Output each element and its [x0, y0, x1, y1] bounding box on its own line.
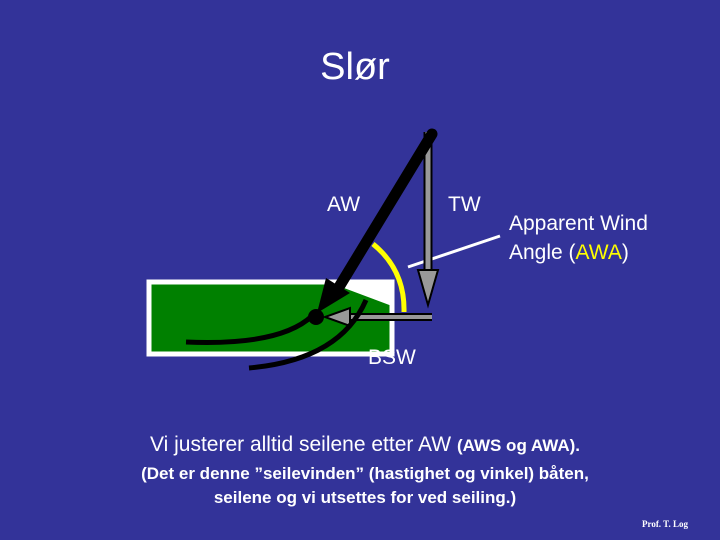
tw-label: TW: [448, 193, 481, 216]
bsw-label: BSW: [368, 346, 416, 369]
aw-label: AW: [327, 193, 361, 216]
body-sub-line1: (Det er denne ”seilevinden” (hastighet o…: [141, 464, 589, 483]
awa-label-highlight: AWA: [575, 241, 622, 264]
boat-position-dot: [308, 309, 324, 325]
awa-label-line1: Apparent Wind: [509, 212, 648, 235]
body-main-sentence: Vi justerer alltid seilene etter AW: [149, 433, 452, 456]
true-wind-arrow: [416, 132, 440, 309]
body-main-text: Vi justerer alltid seilene etter AW (AWS…: [0, 433, 720, 457]
awa-arc: [371, 242, 407, 313]
body-sub-text: (Det er denne ”seilevinden” (hastighet o…: [0, 462, 720, 510]
awa-label-prefix: Angle (: [509, 241, 576, 264]
apparent-wind-arrow: [317, 128, 438, 313]
body-main-small: (AWS og AWA).: [456, 436, 581, 455]
awa-label-suffix: ): [621, 241, 629, 264]
awa-label: Apparent Wind Angle (AWA): [509, 209, 648, 267]
awa-pointer-line: [407, 234, 501, 269]
sail-curve-lower: [248, 299, 369, 371]
sail-curve-upper: [185, 314, 314, 345]
body-sub-line2: seilene og vi utsettes for ved seiling.): [213, 488, 517, 507]
slide-title: Slør: [320, 46, 390, 88]
author-credit: Prof. T. Log: [641, 519, 688, 529]
